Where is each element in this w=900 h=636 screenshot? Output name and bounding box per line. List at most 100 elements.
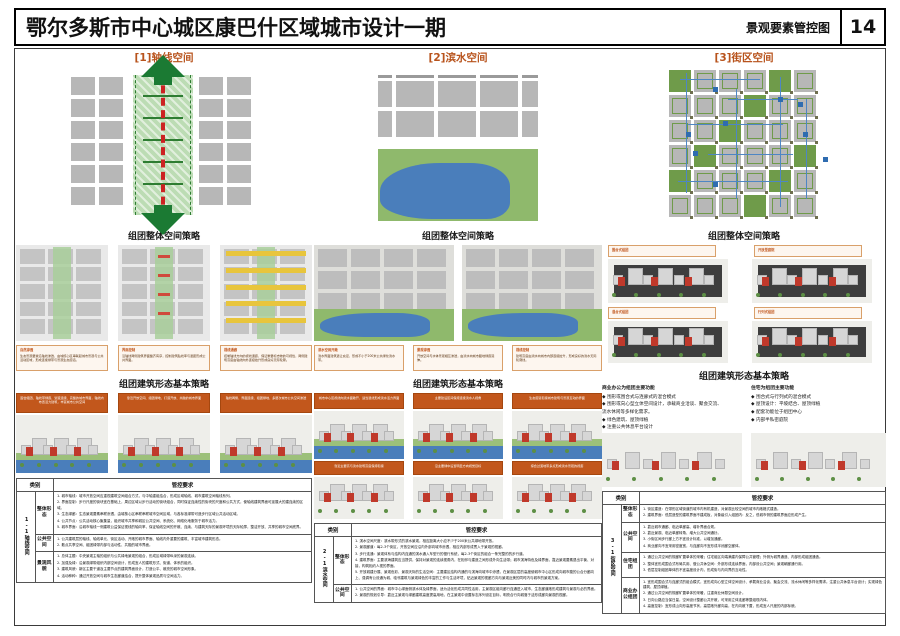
- diagram-shape: [832, 268, 848, 285]
- diagram-shape: [384, 491, 395, 501]
- caption-head: 混合式组团: [612, 310, 629, 314]
- form-banner: 围合组团、轴线带绿廊、划造连续、完整的城市界面，轴线内布置活力建筑，丰富城市公共…: [16, 393, 108, 413]
- diagram-shape: [672, 98, 688, 114]
- requirement-item: 3. 小街区间步行廊上方不宜设计标准，以增加通廊。: [643, 537, 725, 542]
- residential-perspective: [751, 432, 886, 487]
- diagram-shape: [446, 493, 454, 502]
- diagram-shape: [76, 284, 101, 299]
- diagram-shape: [522, 493, 529, 502]
- table-row: 1-1轴线空间 整体形态 1. 城市轴线：城市开放空间应重视建筑空间组合方式，与…: [16, 490, 312, 584]
- caption-box: 景观渗透 开放空间与水体景观相互渗透，由滨水向城市腹地绿廊延伸。: [413, 345, 503, 371]
- form-title-waterfront: 组团建筑形态基本策略: [412, 380, 503, 390]
- diagram-shape: [744, 195, 766, 217]
- diagram-shape: [794, 145, 816, 167]
- diagram-shape: [612, 353, 616, 357]
- district-iso-2: [752, 259, 872, 303]
- diagram-shape: [815, 216, 818, 219]
- diagram-shape: [367, 509, 372, 513]
- diagram-shape: [778, 353, 783, 357]
- vertical-code-label: 2-1滨水空间: [321, 549, 328, 588]
- caption-box: 自然渗透 生态景观要素沿轴线渗透，由城核心区串联起城市景观与公共活动区域，形成连…: [16, 345, 108, 371]
- requirement-item: 1. 总体主题：中央景观主轴的组织与公共绿地景观的组合，形成区域绿带纵深的景观连…: [57, 554, 198, 559]
- row-body: 1. 总体主题：中央景观主轴的组织与公共绿地景观的组合，形成区域绿带纵深的景观连…: [53, 551, 312, 584]
- diagram-shape: [828, 277, 836, 286]
- diagram-shape: [378, 75, 392, 78]
- diagram-shape: [334, 509, 339, 513]
- diagram-shape: [99, 99, 123, 117]
- diagram-shape: [20, 463, 24, 467]
- diagram-shape: [688, 268, 704, 285]
- diagram-shape: [122, 319, 147, 334]
- requirement-item: 2. 靠近景观、临近单廊转角、增大公共空间通针。: [643, 531, 721, 536]
- diagram-shape: [417, 509, 421, 513]
- diagram-shape: [76, 319, 101, 334]
- diagram-shape: [690, 116, 693, 119]
- diagram-shape: [240, 463, 245, 467]
- spec-table-district: 类别 管控要求 3-1街区空间 整体形态 1. 街区建造：在带形区域街道的城市内…: [602, 490, 886, 614]
- diagram-shape: [438, 111, 476, 137]
- waterfront-plan-1: [314, 245, 454, 341]
- diagram-shape: [703, 275, 714, 285]
- caption-box: 视线通廊 控制轴线方向的视线通廊，保证重要标志物的可视性，两侧建筑高度由轴线向外…: [220, 345, 312, 371]
- diagram-shape: [778, 97, 783, 102]
- diagram-shape: [815, 166, 818, 169]
- diagram-shape: [122, 463, 126, 467]
- diagram-shape: [122, 249, 147, 264]
- district-strategy-grid: 围合式组团 开放型庭院 混合式组团 行列式组团: [602, 245, 886, 365]
- residential-bullets: 住宅为组团主要功能 ◆ 围合式与行列式的混合模式 ◆ 屋顶设计：平坡结合、屋顶绿…: [751, 385, 886, 432]
- diagram-shape: [220, 453, 312, 460]
- row-body: 1. 靠近城市通廊、临近单廊高、增补界面合规。 2. 靠近景观、临近单廊转角、增大…: [639, 521, 886, 554]
- diagram-shape: [673, 335, 684, 345]
- caption-text: 开放空间与水体景观相互渗透，由滨水向城市腹地绿廊延伸。: [417, 353, 495, 363]
- diagram-shape: [76, 266, 101, 282]
- waterfront-iso-1: [314, 411, 404, 459]
- form-banner: 生态廊道衔接城市建筑与景观互动的界面: [512, 393, 602, 409]
- form-title-axis: 组团建筑形态基本策略: [118, 380, 209, 390]
- diagram-shape: [672, 123, 688, 139]
- diagram-shape: [433, 509, 438, 513]
- diagram-shape: [516, 509, 520, 513]
- requirement-item: 4. 活动种种：通过开放空间与城市生态廊道结合，提升整体景观品质与空间活力。: [57, 573, 184, 578]
- diagram-shape: [158, 274, 170, 277]
- diagram-shape: [516, 449, 520, 453]
- requirement-item: 1. 靠近城市通廊、临近单廊高、增补界面合规。: [643, 524, 718, 529]
- diagram-shape: [690, 141, 693, 144]
- waterfront-diagram: [378, 69, 538, 221]
- diagram-shape: [417, 271, 446, 289]
- diagram-shape: [711, 476, 716, 481]
- bullet-item: ◆ 注重公共休息平台设计: [602, 425, 653, 431]
- drawing-name: 景观要素管控图: [745, 20, 830, 35]
- diagram-shape: [715, 216, 718, 219]
- diagram-shape: [713, 182, 718, 187]
- diagram-shape: [199, 187, 223, 205]
- bullet-item: ◆ 围形或向心型立体空间设计，承载商业洽谈、聚会交流、: [602, 402, 722, 408]
- waterfront-plan-2: [462, 245, 602, 341]
- diagram-shape: [483, 491, 494, 501]
- caption-head: 滨水空间开敞: [318, 348, 338, 352]
- diagram-shape: [722, 73, 738, 89]
- caption-head: 自然渗透: [20, 348, 34, 352]
- diagram-shape: [178, 284, 203, 299]
- diagram-shape: [795, 277, 803, 286]
- axis-arrow-north: [141, 55, 185, 85]
- axis-centerline: [161, 73, 165, 217]
- diagram-shape: [669, 70, 691, 92]
- diagram-shape: [697, 73, 713, 89]
- caption-text: 生态景观要素沿轴线渗透，由城核心区串联起城市景观与公共活动区域，形成连续绿带与景…: [20, 353, 104, 363]
- diagram-shape: [842, 451, 858, 469]
- diagram-shape: [688, 124, 783, 126]
- diagram-shape: [178, 319, 203, 334]
- diagram-shape: [672, 148, 688, 164]
- diagram-shape: [805, 476, 810, 481]
- diagram-shape: [189, 463, 194, 467]
- caption-head: 景观渗透: [417, 348, 431, 352]
- diagram-shape: [384, 249, 413, 267]
- axis-plan-2: [118, 245, 210, 341]
- diagram-shape: [761, 460, 768, 470]
- diagram-shape: [684, 337, 692, 346]
- form-banner: 城市中心区视线向滨水面敞开，适当退线形成滨水活力界面: [314, 393, 404, 409]
- axis-arrow-south: [141, 205, 185, 235]
- diagram-shape: [800, 293, 805, 297]
- diagram-shape: [220, 459, 312, 473]
- diagram-shape: [122, 301, 147, 317]
